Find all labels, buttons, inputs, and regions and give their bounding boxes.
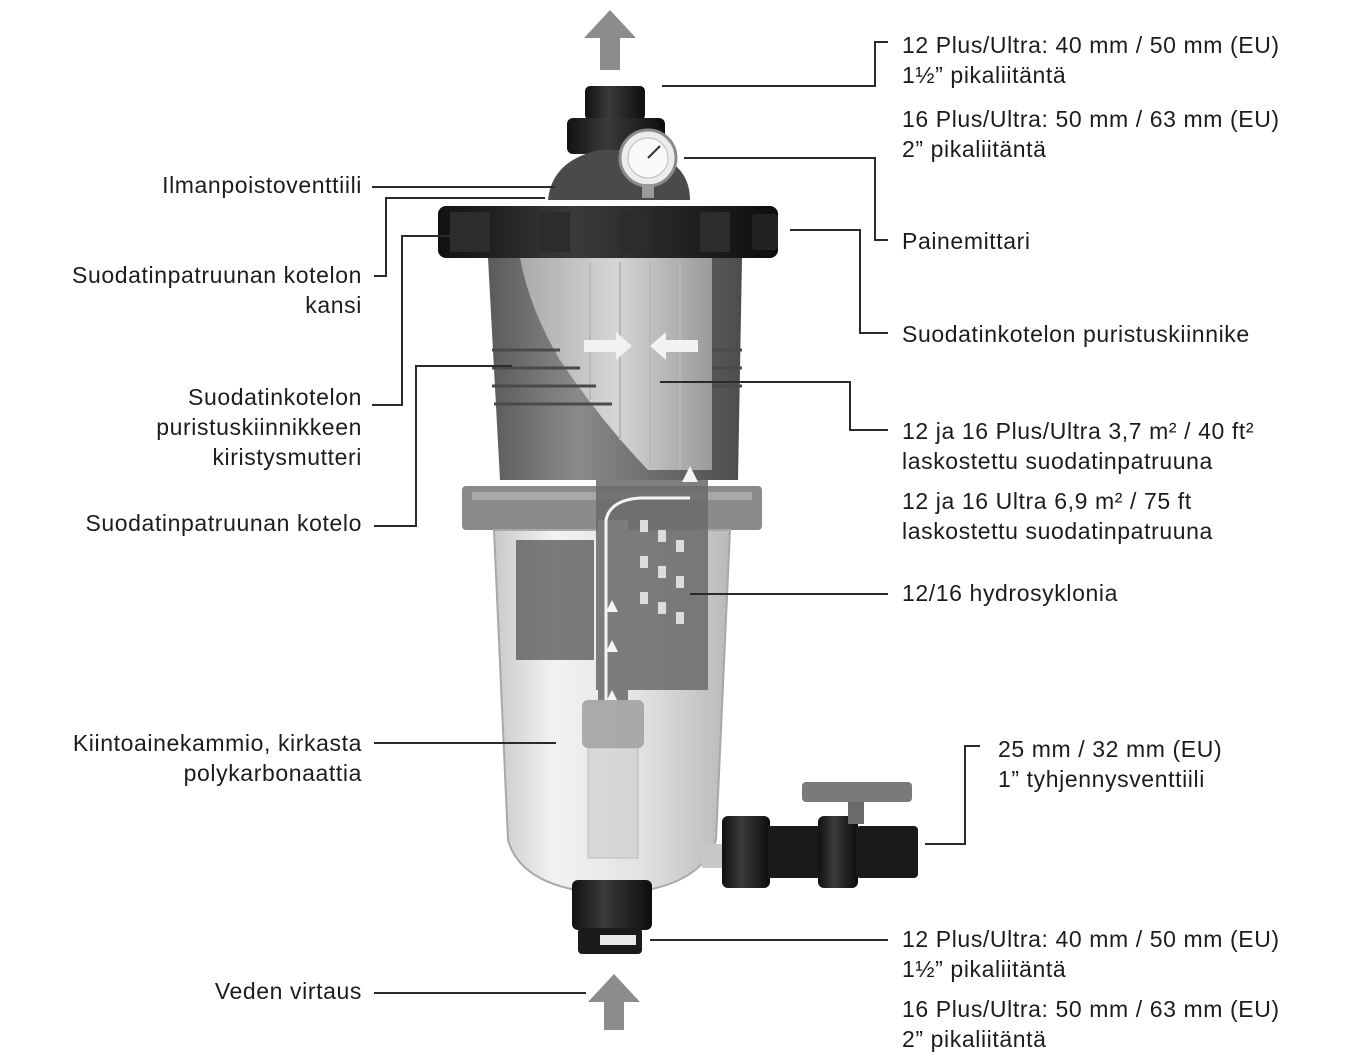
label-line: 16 Plus/Ultra: 50 mm / 63 mm (EU) xyxy=(902,996,1280,1022)
label-bottom-connection-12: 12 Plus/Ultra: 40 mm / 50 mm (EU) 1½” pi… xyxy=(902,924,1280,984)
label-drain-valve: 25 mm / 32 mm (EU) 1” tyhjennysventtiili xyxy=(998,734,1222,794)
label-cartridge-small: 12 ja 16 Plus/Ultra 3,7 m² / 40 ft² lask… xyxy=(902,416,1254,476)
label-line: 12 ja 16 Plus/Ultra 3,7 m² / 40 ft² xyxy=(902,418,1255,444)
label-line: 1” tyhjennysventtiili xyxy=(998,766,1205,792)
label-line: 12 Plus/Ultra: 40 mm / 50 mm (EU) xyxy=(902,926,1280,952)
label-line: Suodatinkotelon xyxy=(188,384,362,410)
outflow-arrow-icon xyxy=(584,10,636,70)
label-line: Kiintoainekammio, kirkasta xyxy=(72,730,362,756)
label-line: polykarbonaattia xyxy=(183,760,362,786)
label-clamp-nut: Suodatinkotelon puristuskiinnikkeen kiri… xyxy=(156,382,362,472)
leader-drain-valve xyxy=(925,745,980,845)
label-line: puristuskiinnikkeen xyxy=(156,414,362,440)
leader-lid xyxy=(374,197,545,277)
label-line: 1½” pikaliitäntä xyxy=(902,62,1067,88)
label-line: kansi xyxy=(305,292,362,318)
label-solids-chamber: Kiintoainekammio, kirkasta polykarbonaat… xyxy=(73,728,362,788)
label-line: 12 Plus/Ultra: 40 mm / 50 mm (EU) xyxy=(902,32,1280,58)
leader-clamp-nut xyxy=(372,235,450,406)
leader-cartridge-housing xyxy=(374,365,512,527)
label-line: Suodatinpatruunan kotelon xyxy=(72,262,362,288)
inflow-arrow-icon xyxy=(588,974,640,1030)
label-cartridge-housing-lid: Suodatinpatruunan kotelon kansi xyxy=(72,260,362,320)
drain-valve xyxy=(702,782,918,888)
leader-pressure-gauge xyxy=(684,157,888,241)
label-housing-clamp: Suodatinkotelon puristuskiinnike xyxy=(902,321,1250,347)
housing-lid xyxy=(438,206,778,258)
solids-chamber-bowl xyxy=(492,466,732,896)
label-line: laskostettu suodatinpatruuna xyxy=(902,448,1213,474)
cartridge-housing xyxy=(488,258,742,480)
label-top-connection-12: 12 Plus/Ultra: 40 mm / 50 mm (EU) 1½” pi… xyxy=(902,30,1280,90)
label-top-connection-16: 16 Plus/Ultra: 50 mm / 63 mm (EU) 2” pik… xyxy=(902,104,1280,164)
leader-cartridge xyxy=(660,381,888,431)
label-hydrocyclones: 12/16 hydrosyklonia xyxy=(902,580,1118,606)
label-line: 2” pikaliitäntä xyxy=(902,136,1047,162)
label-line: 1½” pikaliitäntä xyxy=(902,956,1067,982)
label-pressure-gauge: Painemittari xyxy=(902,228,1031,254)
label-line: kiristysmutteri xyxy=(212,444,362,470)
leader-lines xyxy=(372,41,980,994)
label-cartridge-housing: Suodatinpatruunan kotelo xyxy=(85,510,362,536)
label-bottom-connection-16: 16 Plus/Ultra: 50 mm / 63 mm (EU) 2” pik… xyxy=(902,994,1280,1054)
label-line: 2” pikaliitäntä xyxy=(902,1026,1047,1052)
leader-top-connection xyxy=(662,41,888,87)
label-line: 12 ja 16 Ultra 6,9 m² / 75 ft xyxy=(902,488,1192,514)
flow-inward-arrows-icon xyxy=(584,332,698,360)
pressure-gauge-icon xyxy=(618,128,678,198)
label-line: 16 Plus/Ultra: 50 mm / 63 mm (EU) xyxy=(902,106,1280,132)
label-air-valve: Ilmanpoistoventtiili xyxy=(162,172,362,198)
label-line: 25 mm / 32 mm (EU) xyxy=(998,736,1223,762)
leader-housing-clamp xyxy=(790,229,888,334)
label-line: laskostettu suodatinpatruuna xyxy=(902,518,1213,544)
bottom-union-fitting xyxy=(572,880,652,954)
label-water-flow: Veden virtaus xyxy=(214,978,362,1004)
label-cartridge-large: 12 ja 16 Ultra 6,9 m² / 75 ft laskostett… xyxy=(902,486,1213,546)
